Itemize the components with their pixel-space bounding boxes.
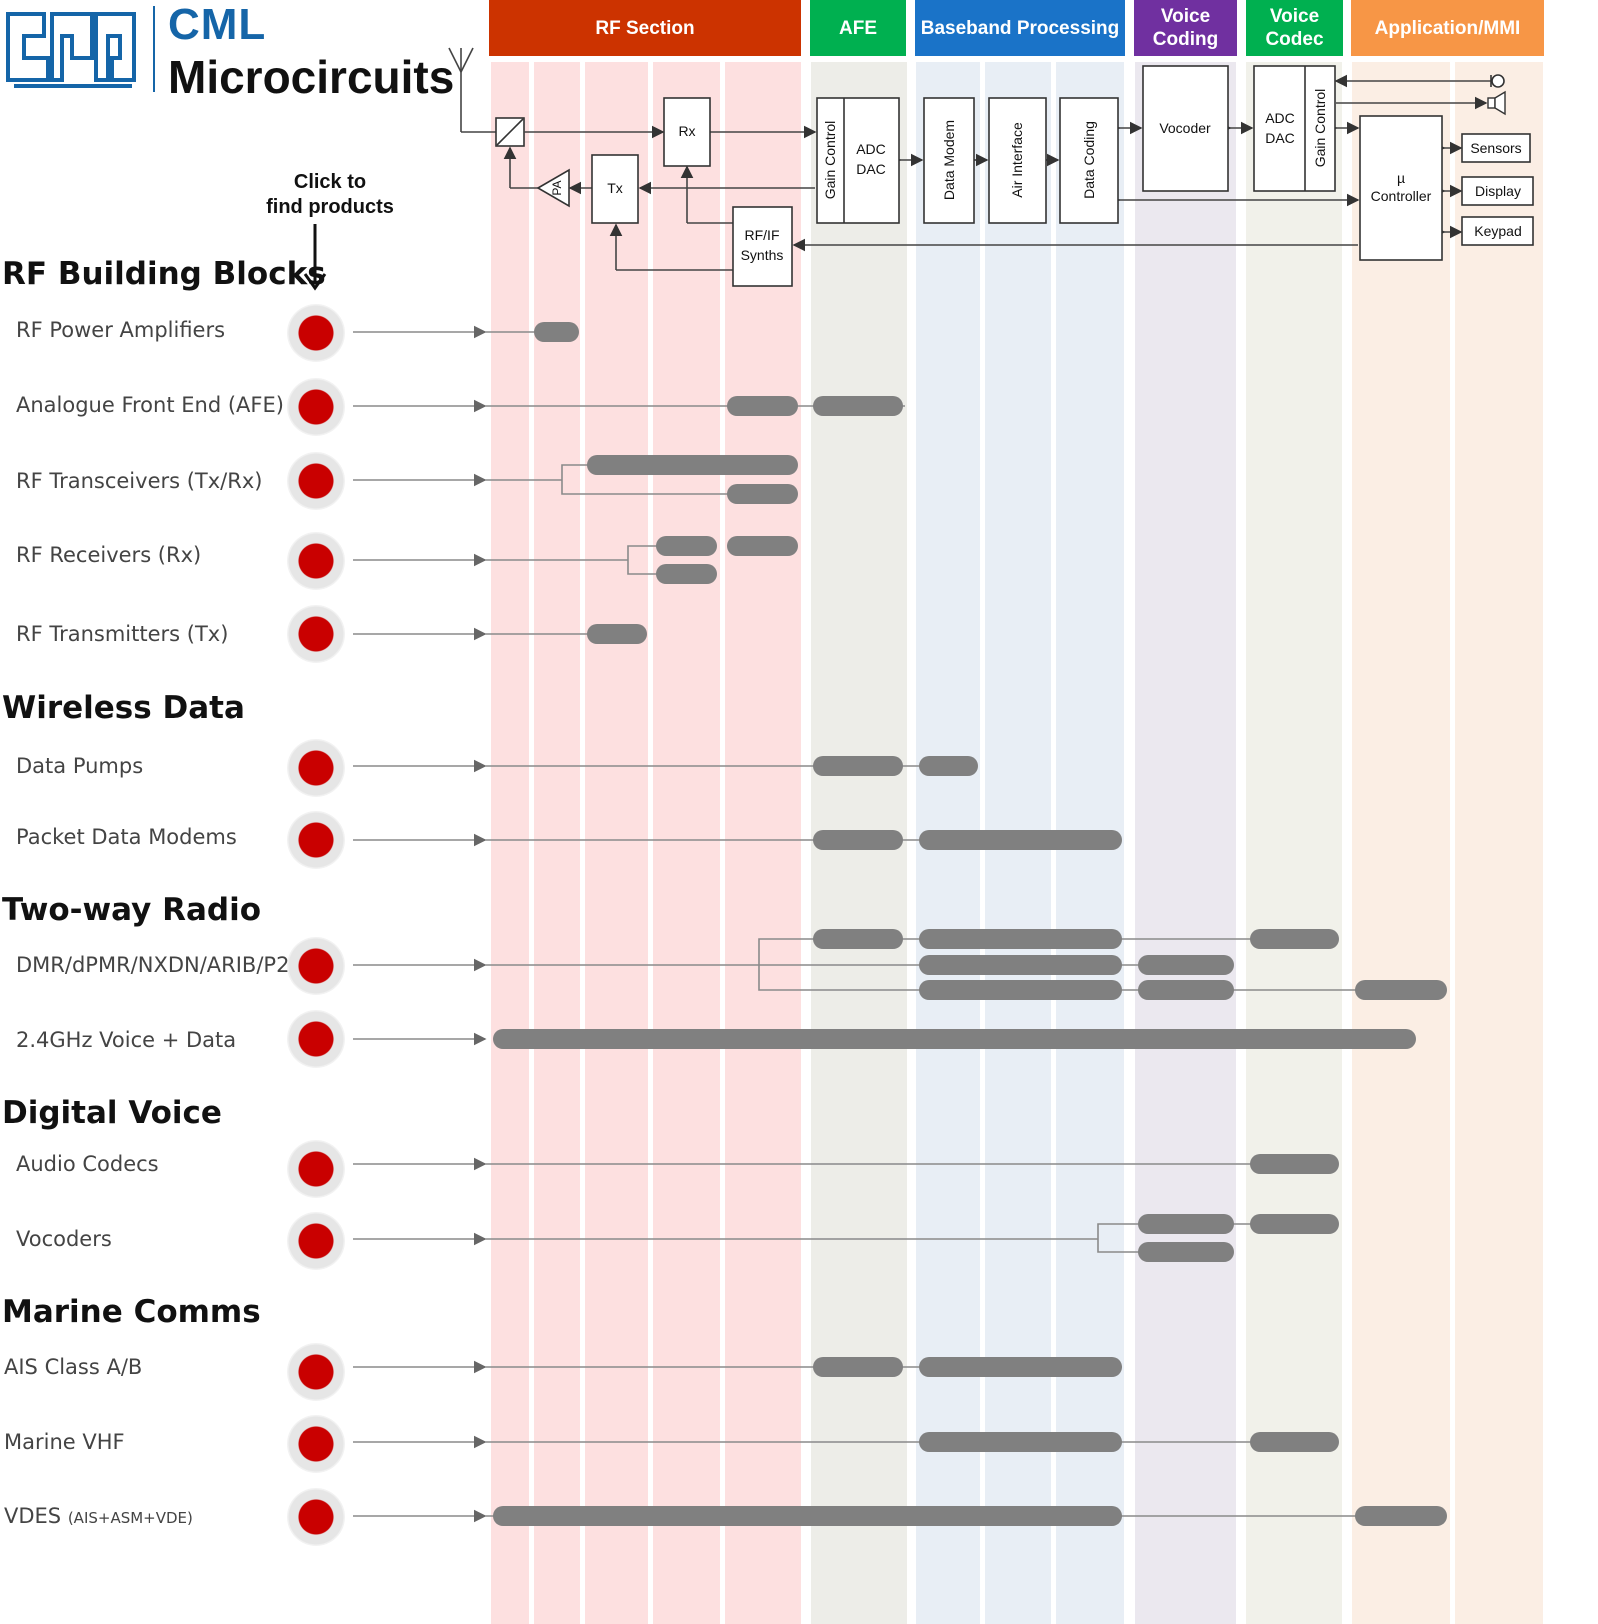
voice-codec-column [1246,62,1342,1624]
product-button-data-pumps[interactable] [287,739,345,797]
product-button-analogue-front-end[interactable] [287,378,345,436]
air-interface-block [988,97,1047,224]
vocoder-label: Vocoder [1159,120,1211,136]
product-button-marine-vhf[interactable] [287,1415,345,1473]
pa-label: PA [550,180,564,195]
microphone-icon [1490,74,1505,88]
codec-adc-label: ADC [1265,110,1295,126]
product-link-2-4ghz-voice-data[interactable]: 2.4GHz Voice + Data [16,1028,237,1052]
display-block [1461,176,1534,206]
synth-label-2: Synths [741,247,784,263]
product-button-packet-data-modems[interactable] [287,811,345,869]
product-button-vocoders[interactable] [287,1212,345,1270]
product-button-rf-power-amplifiers[interactable] [287,304,345,362]
afe-block [816,97,900,224]
rx-block [663,97,711,167]
data-coding-label: Data Coding [1081,121,1097,199]
header-baseband-processing: Baseband Processing [915,0,1125,56]
product-link-analogue-front-end[interactable]: Analogue Front End (AFE) [16,393,284,417]
sensors-label: Sensors [1470,140,1521,156]
product-button-2-4ghz-voice-data[interactable] [287,1010,345,1068]
antenna-icon [448,47,474,132]
product-button-ais-class-a-b[interactable] [287,1343,345,1401]
header-rf-section: RF Section [489,0,801,56]
controller-label: Controller [1371,188,1432,204]
afe-dac-label: DAC [856,161,886,177]
product-link-marine-vhf[interactable]: Marine VHF [4,1430,125,1454]
application-column-1 [1352,62,1450,1624]
sensors-block [1461,133,1531,163]
cml-logo-icon [6,12,136,88]
display-label: Display [1475,183,1521,199]
product-button-rf-transceivers[interactable] [287,452,345,510]
product-link-ais-class-a-b[interactable]: AIS Class A/B [4,1355,143,1379]
product-button-vdes[interactable] [287,1488,345,1546]
product-button-audio-codecs[interactable] [287,1140,345,1198]
data-modem-label: Data Modem [941,120,957,200]
tx-block [591,154,639,224]
rf-column-1 [491,62,529,1624]
section-title-rf-building-blocks: RF Building Blocks [2,256,326,292]
vocoder-block [1142,65,1229,192]
rf-column-3 [585,62,648,1624]
product-link-packet-data-modems[interactable]: Packet Data Modems [16,825,237,849]
product-link-dmr-dpmr-nxdn-arib-p25[interactable]: DMR/dPMR/NXDN/ARIB/P25 [16,953,303,977]
section-title-marine-comms: Marine Comms [2,1294,261,1330]
product-button-rf-receivers[interactable] [287,532,345,590]
synth-label-1: RF/IF [745,227,780,243]
click-hint-line-1: Click to [293,171,367,193]
section-title-digital-voice: Digital Voice [2,1095,222,1131]
keypad-label: Keypad [1474,223,1521,239]
pa-block [536,168,570,208]
product-link-vdes[interactable]: VDES (AIS+ASM+VDE) [4,1504,193,1528]
click-hint: Click to find products [250,170,410,220]
section-title-two-way-radio: Two-way Radio [2,892,262,928]
logo-divider [153,6,155,92]
brand-subtitle: Microcircuits [168,51,455,103]
vdes-suffix: (AIS+ASM+VDE) [67,1509,193,1527]
vdes-label: VDES [4,1504,62,1528]
brand-name: CML [168,0,267,49]
application-column-2 [1455,62,1543,1624]
product-link-rf-transceivers[interactable]: RF Transceivers (Tx/Rx) [16,469,263,493]
controller-block [1359,115,1443,261]
afe-gain-control-label: Gain Control [822,121,838,200]
product-link-data-pumps[interactable]: Data Pumps [16,754,144,778]
product-link-vocoders[interactable]: Vocoders [16,1227,112,1251]
header-voice-coding: Voice Coding [1134,0,1237,56]
click-hint-line-2: find products [266,196,394,218]
block-diagram: Rx Tx PA RF/IF Synths Gain Control ADC D… [448,47,1534,287]
header-application-mmi: Application/MMI [1351,0,1544,56]
keypad-block [1461,216,1534,246]
controller-mu-label: µ [1397,170,1405,186]
rf-column-5 [725,62,801,1624]
header-voice-codec: Voice Codec [1246,0,1343,56]
section-title-wireless-data: Wireless Data [2,690,245,726]
data-modem-block [923,97,975,224]
speaker-icon [1487,90,1506,116]
product-link-rf-power-amplifiers[interactable]: RF Power Amplifiers [16,318,226,342]
down-arrow-icon [303,224,327,291]
codec-dac-label: DAC [1265,130,1295,146]
product-link-rf-transmitters[interactable]: RF Transmitters (Tx) [16,622,229,646]
header-afe: AFE [810,0,906,56]
voice-codec-block [1253,65,1336,192]
tx-label: Tx [607,180,623,196]
air-interface-label: Air Interface [1009,122,1025,198]
product-button-rf-transmitters[interactable] [287,605,345,663]
codec-gain-control-label: Gain Control [1312,89,1328,168]
voice-coding-column [1135,62,1236,1624]
rx-label: Rx [678,123,695,139]
product-link-audio-codecs[interactable]: Audio Codecs [16,1152,159,1176]
product-button-dmr-dpmr-nxdn-arib-p25[interactable] [287,937,345,995]
rf-column-4 [653,62,720,1624]
afe-adc-label: ADC [856,141,886,157]
product-link-rf-receivers[interactable]: RF Receivers (Rx) [16,543,202,567]
synth-block [732,206,793,287]
data-coding-block [1059,97,1119,224]
